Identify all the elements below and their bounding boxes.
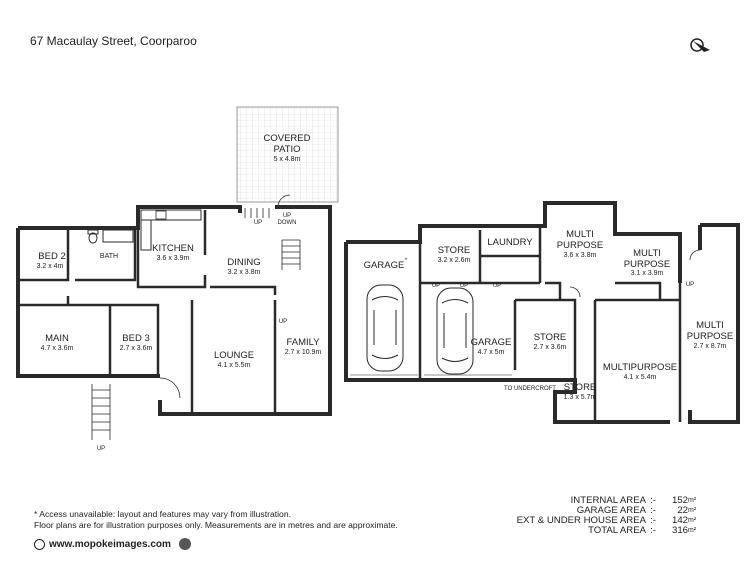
kitchen-dim: 3.6 x 3.9m	[157, 255, 190, 262]
bed3-dim: 2.7 x 3.6m	[120, 345, 153, 352]
multi3-dim: 2.7 x 8.7m	[694, 343, 727, 350]
area-row: EXT & UNDER HOUSE AREA :- 142 m²	[516, 515, 697, 526]
up-label: UP	[493, 283, 501, 289]
dining-dim: 3.2 x 3.8m	[228, 269, 261, 276]
mopoke-logo-icon	[178, 538, 191, 550]
dining-name: DINING	[227, 257, 260, 268]
laundry-name: LAUNDRY	[487, 237, 533, 248]
bed2-dim: 3.2 x 4m	[37, 263, 64, 270]
area-row: TOTAL AREA :- 316 m²	[588, 525, 697, 536]
covered-patio-name-1: COVERED	[264, 133, 311, 144]
multi3-name-2: PURPOSE	[687, 331, 733, 342]
lower-floor-plan	[344, 201, 740, 424]
multi3-name-1: MULTI	[696, 320, 724, 331]
bath-name: BATH	[100, 253, 118, 260]
multipurpose-name: MULTIPURPOSE	[603, 362, 677, 373]
covered-patio-name-2: PATIO	[273, 144, 300, 155]
covered-patio-area	[236, 106, 339, 203]
up-label: UP	[686, 282, 694, 288]
globe-icon	[34, 538, 45, 550]
upper-floor-plan	[16, 106, 339, 440]
multi2-name-2: PURPOSE	[624, 259, 670, 270]
down-label: DOWN	[278, 220, 297, 226]
area-summary: INTERNAL AREA :- 152 m² GARAGE AREA :- 2…	[517, 496, 702, 536]
main-name: MAIN	[45, 333, 69, 344]
multi1-name-1: MULTI	[566, 229, 594, 240]
main-dim: 4.7 x 3.6m	[41, 345, 74, 352]
car-icon	[436, 287, 474, 375]
disclaimer-text: Floor plans are for illustration purpose…	[34, 520, 398, 530]
multi1-dim: 3.6 x 3.8m	[564, 252, 597, 259]
multipurpose-dim: 4.1 x 5.4m	[624, 374, 657, 381]
garage-right-name: GARAGE	[471, 337, 512, 348]
family-dim: 2.7 x 10.9m	[285, 349, 322, 356]
lounge-dim: 4.1 x 5.5m	[218, 362, 251, 369]
multi2-name-1: MULTI	[633, 248, 661, 259]
up-label: UP	[460, 283, 468, 289]
kitchen-name: KITCHEN	[152, 243, 194, 254]
multi1-name-2: PURPOSE	[557, 240, 603, 251]
store3-name: STORE	[564, 382, 597, 393]
garage-right-dim: 4.7 x 5m	[478, 349, 505, 356]
store3-dim: 1.3 x 5.7m	[564, 394, 597, 401]
car-icon	[366, 284, 404, 372]
website-text: www.mopokeimages.com	[49, 538, 171, 550]
store2-dim: 2.7 x 3.6m	[534, 344, 567, 351]
plan-address: 67 Macaulay Street, Coorparoo	[30, 34, 197, 48]
store2-name: STORE	[534, 332, 567, 343]
up-label: UP	[97, 446, 105, 452]
store1-dim: 3.2 x 2.6m	[438, 257, 471, 264]
garage-left-name: GARAGE	[364, 260, 405, 271]
area-row: INTERNAL AREA :- 152 m²	[570, 495, 697, 506]
up-label: UP	[432, 283, 440, 289]
up-label: UP	[283, 213, 291, 219]
up-label: UP	[279, 319, 287, 325]
to-undercroft-label: TO UNDERCROFT	[504, 386, 556, 392]
garage-left-mark: *	[405, 258, 408, 264]
area-row: GARAGE AREA :- 22 m²	[576, 505, 697, 516]
compass-north-icon	[686, 34, 716, 63]
bed2-name: BED 2	[38, 251, 65, 262]
bed3-name: BED 3	[122, 333, 149, 344]
multi2-dim: 3.1 x 3.9m	[631, 270, 664, 277]
up-label: UP	[254, 220, 262, 226]
lounge-name: LOUNGE	[214, 350, 254, 361]
family-name: FAMILY	[286, 337, 320, 348]
access-note: * Access unavailable: layout and feature…	[34, 509, 291, 519]
website-link[interactable]: www.mopokeimages.com	[34, 538, 191, 550]
store1-name: STORE	[438, 245, 471, 256]
covered-patio-dim: 5 x 4.8m	[274, 156, 301, 163]
